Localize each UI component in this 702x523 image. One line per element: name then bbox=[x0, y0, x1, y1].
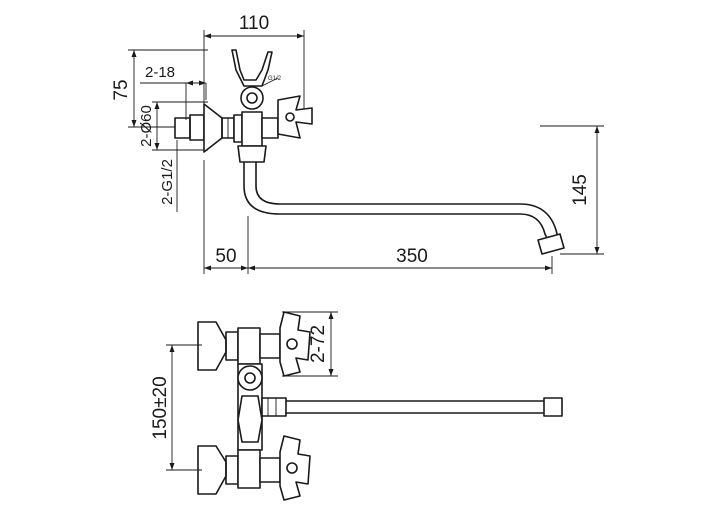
dim-flange-diameter: 2-Ø60 bbox=[138, 105, 155, 147]
side-elevation-view: 110 75 2-18 2-Ø60 2-G1/2 bbox=[111, 13, 604, 274]
dim-350: 350 bbox=[396, 246, 428, 267]
dim-110: 110 bbox=[239, 13, 269, 34]
dim-2-72: 2-72 bbox=[308, 325, 329, 363]
dim-50: 50 bbox=[215, 246, 236, 267]
dim-center-distance: 150±20 bbox=[150, 376, 171, 439]
dim-75: 75 bbox=[111, 79, 132, 100]
dim-thread: 2-G1/2 bbox=[159, 159, 176, 205]
dim-2-18: 2-18 bbox=[145, 64, 175, 81]
dim-145: 145 bbox=[570, 174, 591, 206]
front-view: 2-72 150±20 bbox=[150, 311, 563, 501]
small-thread-label: G1/2 bbox=[268, 76, 282, 82]
